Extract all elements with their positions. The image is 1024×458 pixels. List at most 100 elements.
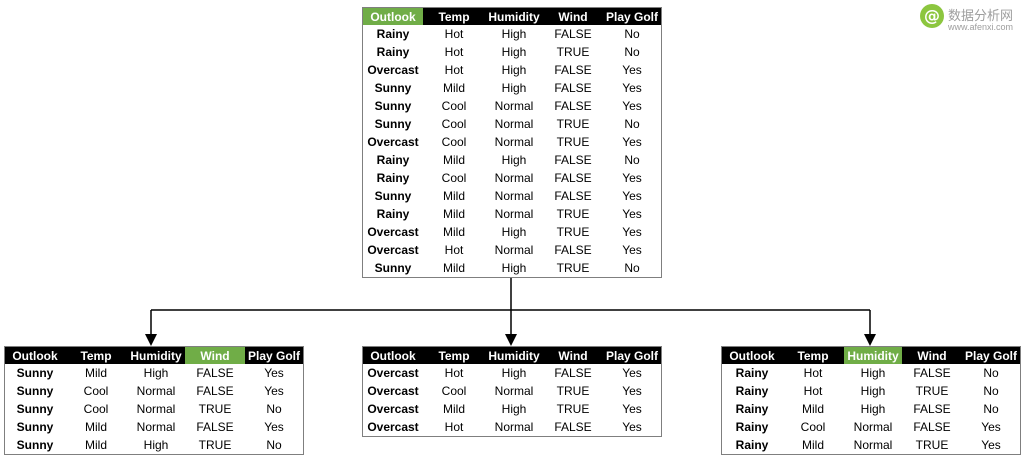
table-cell: No xyxy=(624,27,640,41)
table-cell: Rainy xyxy=(376,27,410,41)
table-cell: Yes xyxy=(622,384,642,398)
table-cell: No xyxy=(266,438,282,452)
column-header: Temp xyxy=(782,347,844,364)
table-cell: TRUE xyxy=(556,117,590,131)
logo-title: 数据分析网 xyxy=(948,9,1014,24)
table-cell: TRUE xyxy=(556,261,590,275)
column-header: Humidity xyxy=(485,8,543,25)
column-header: Wind xyxy=(185,347,245,364)
table-cell: TRUE xyxy=(915,384,949,398)
table-cell: Yes xyxy=(622,207,642,221)
table-cell: Sunny xyxy=(374,261,412,275)
table-cell: Rainy xyxy=(735,402,769,416)
table-cell: FALSE xyxy=(196,420,234,434)
table-cell: FALSE xyxy=(554,63,592,77)
table-cell: Normal xyxy=(136,420,176,434)
table-cell: High xyxy=(501,261,527,275)
table-cell: Normal xyxy=(494,135,534,149)
table-cell: Hot xyxy=(444,366,464,380)
table-cell: FALSE xyxy=(554,27,592,41)
table-cell: Rainy xyxy=(376,171,410,185)
logo-url: www.afenxi.com xyxy=(948,22,1014,32)
table-cell: No xyxy=(624,45,640,59)
table-cell: Rainy xyxy=(376,207,410,221)
table-cell: Sunny xyxy=(374,99,412,113)
table-cell: High xyxy=(501,366,527,380)
table-cell: Normal xyxy=(494,99,534,113)
table-cell: Overcast xyxy=(367,63,419,77)
table-cell: Mild xyxy=(442,402,465,416)
table-cell: Yes xyxy=(264,420,284,434)
table-cell: Cool xyxy=(441,99,467,113)
table-cell: Yes xyxy=(981,438,1001,452)
table-cell: Normal xyxy=(853,438,893,452)
table-cell: Rainy xyxy=(735,384,769,398)
table-cell: Overcast xyxy=(367,366,419,380)
table-cell: Overcast xyxy=(367,243,419,257)
column-header: Wind xyxy=(543,347,603,364)
column-header: Wind xyxy=(902,347,962,364)
table-cell: FALSE xyxy=(554,243,592,257)
table-cell: Yes xyxy=(264,366,284,380)
table-cell: Sunny xyxy=(16,438,54,452)
site-logo: @ 数据分析网 www.afenxi.com xyxy=(920,2,1024,36)
table-cell: Mild xyxy=(442,261,465,275)
table-cell: No xyxy=(624,117,640,131)
table-cell: Yes xyxy=(622,171,642,185)
table-cell: Rainy xyxy=(735,438,769,452)
table-cell: Normal xyxy=(494,243,534,257)
table-cell: No xyxy=(983,384,999,398)
table-cell: TRUE xyxy=(198,402,232,416)
table-cell: TRUE xyxy=(915,438,949,452)
table-cell: Mild xyxy=(442,81,465,95)
table-cell: FALSE xyxy=(196,366,234,380)
table-cell: Sunny xyxy=(16,366,54,380)
column-header: Wind xyxy=(543,8,603,25)
column-header: Humidity xyxy=(127,347,185,364)
table-cell: Yes xyxy=(981,420,1001,434)
table-cell: High xyxy=(860,366,886,380)
table-cell: Cool xyxy=(83,402,109,416)
table-cell: Yes xyxy=(622,135,642,149)
table-cell: Normal xyxy=(494,189,534,203)
table-cell: Mild xyxy=(801,438,824,452)
column-header: Outlook xyxy=(5,347,65,364)
table-cell: Cool xyxy=(441,135,467,149)
table-cell: Rainy xyxy=(376,45,410,59)
table-cell: Overcast xyxy=(367,384,419,398)
table-cell: High xyxy=(501,63,527,77)
table-cell: TRUE xyxy=(556,45,590,59)
table-cell: Hot xyxy=(444,63,464,77)
table-row: Rainy Mild Normal TRUE Yes xyxy=(722,436,1020,454)
table-cell: FALSE xyxy=(554,99,592,113)
column-header: Play Golf xyxy=(603,8,661,25)
table-cell: Normal xyxy=(136,384,176,398)
table-cell: Mild xyxy=(801,402,824,416)
table-cell: Cool xyxy=(441,384,467,398)
table-cell: High xyxy=(501,225,527,239)
table-cell: High xyxy=(860,402,886,416)
table-cell: Mild xyxy=(84,366,107,380)
table-cell: Hot xyxy=(444,243,464,257)
table-cell: TRUE xyxy=(556,384,590,398)
table-cell: TRUE xyxy=(556,402,590,416)
table-cell: Rainy xyxy=(735,366,769,380)
table-cell: Yes xyxy=(622,225,642,239)
